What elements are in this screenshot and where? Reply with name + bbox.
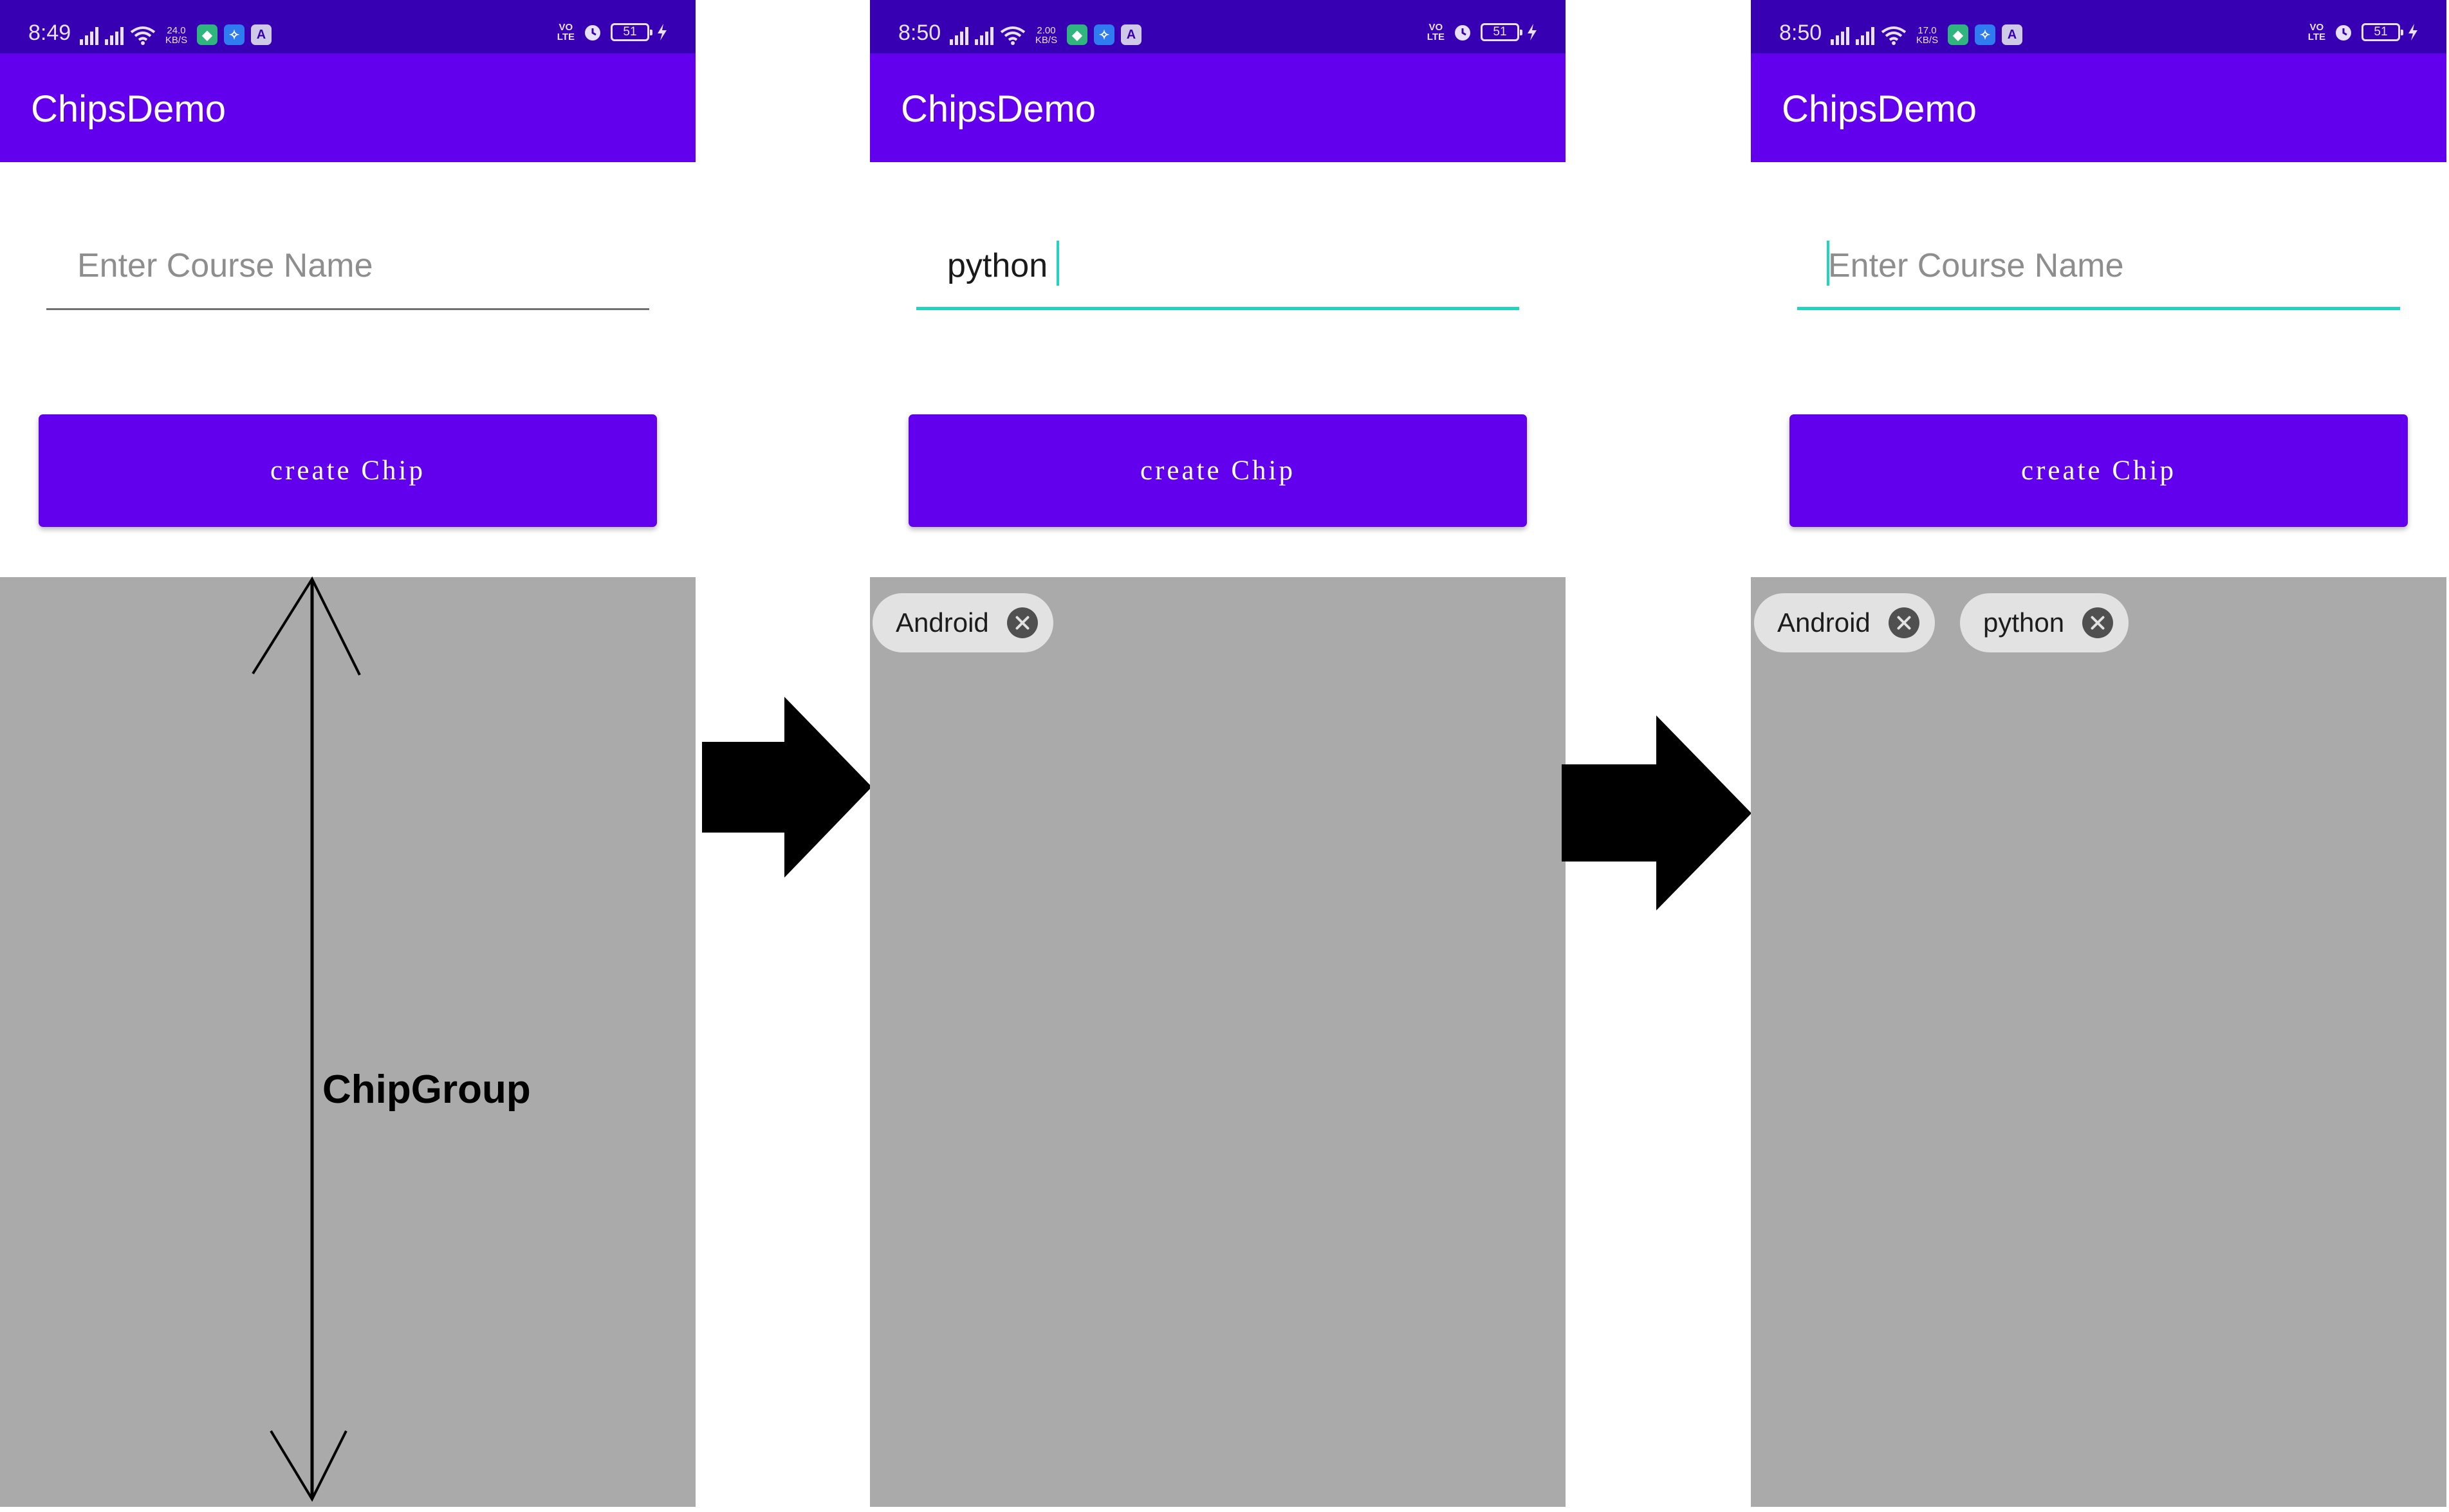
battery-icon: 51	[2361, 23, 2403, 41]
app-store-icon: A	[251, 24, 272, 45]
app-bar: ChipsDemo	[1751, 53, 2446, 162]
wifi-icon	[130, 26, 156, 45]
chip[interactable]: Android	[873, 593, 1053, 652]
chip-label: Android	[1777, 607, 1871, 638]
text-caret	[1057, 241, 1059, 286]
chip[interactable]: Android	[1754, 593, 1935, 652]
app-title: ChipsDemo	[31, 88, 226, 130]
signal-icon	[950, 26, 968, 45]
app-title: ChipsDemo	[901, 88, 1096, 130]
course-name-field	[1797, 228, 2400, 310]
course-name-field	[916, 228, 1519, 310]
battery-icon: 51	[611, 23, 652, 41]
wifi-icon	[1881, 26, 1907, 45]
create-chip-button[interactable]: create Chip	[39, 414, 657, 527]
app-bar: ChipsDemo	[870, 53, 1566, 162]
text-caret	[1827, 241, 1829, 286]
input-underline	[46, 308, 649, 310]
alarm-icon	[585, 25, 600, 41]
status-time: 8:50	[1779, 21, 1822, 45]
charging-bolt-icon	[658, 24, 667, 41]
vpn-app-icon: ✧	[224, 24, 245, 45]
chip-group: Android	[870, 577, 1566, 1507]
input-underline	[916, 307, 1519, 310]
status-time: 8:49	[28, 21, 71, 45]
flow-arrow-icon	[702, 697, 872, 878]
create-chip-button[interactable]: create Chip	[909, 414, 1527, 527]
signal-icon	[105, 26, 124, 45]
app-title: ChipsDemo	[1782, 88, 1977, 130]
input-underline	[1797, 307, 2400, 310]
status-time: 8:50	[898, 21, 941, 45]
chip-group	[0, 577, 696, 1507]
shield-app-icon: ◆	[197, 24, 217, 45]
shield-app-icon: ◆	[1067, 24, 1087, 45]
chip-group-annotation: ChipGroup	[322, 1067, 531, 1112]
chip-close-icon[interactable]	[1888, 607, 1919, 638]
app-bar: ChipsDemo	[0, 53, 696, 162]
app-store-icon: A	[2002, 24, 2022, 45]
chip[interactable]: python	[1960, 593, 2129, 652]
chip-close-icon[interactable]	[2082, 607, 2114, 638]
course-name-input[interactable]	[1797, 228, 2400, 304]
course-name-input[interactable]	[916, 228, 1519, 304]
chip-group: Android python	[1751, 577, 2446, 1507]
app-store-icon: A	[1121, 24, 1141, 45]
create-chip-button[interactable]: create Chip	[1789, 414, 2408, 527]
vpn-app-icon: ✧	[1975, 24, 1995, 45]
signal-icon	[975, 26, 993, 45]
signal-icon	[80, 26, 98, 45]
chip-label: Android	[896, 607, 989, 638]
chip-group-span-arrow	[252, 576, 361, 1502]
vpn-app-icon: ✧	[1094, 24, 1114, 45]
chip-close-icon[interactable]	[1006, 607, 1038, 638]
battery-icon: 51	[1481, 23, 1522, 41]
flow-arrow-icon	[1562, 715, 1751, 910]
wifi-icon	[1000, 26, 1026, 45]
course-name-field	[46, 228, 649, 310]
chip-label: python	[1983, 607, 2065, 638]
alarm-icon	[1455, 25, 1470, 41]
shield-app-icon: ◆	[1948, 24, 1968, 45]
alarm-icon	[2336, 25, 2351, 41]
charging-bolt-icon	[1528, 24, 1537, 41]
charging-bolt-icon	[2408, 24, 2417, 41]
course-name-input[interactable]	[46, 228, 649, 304]
signal-icon	[1831, 26, 1849, 45]
signal-icon	[1856, 26, 1874, 45]
